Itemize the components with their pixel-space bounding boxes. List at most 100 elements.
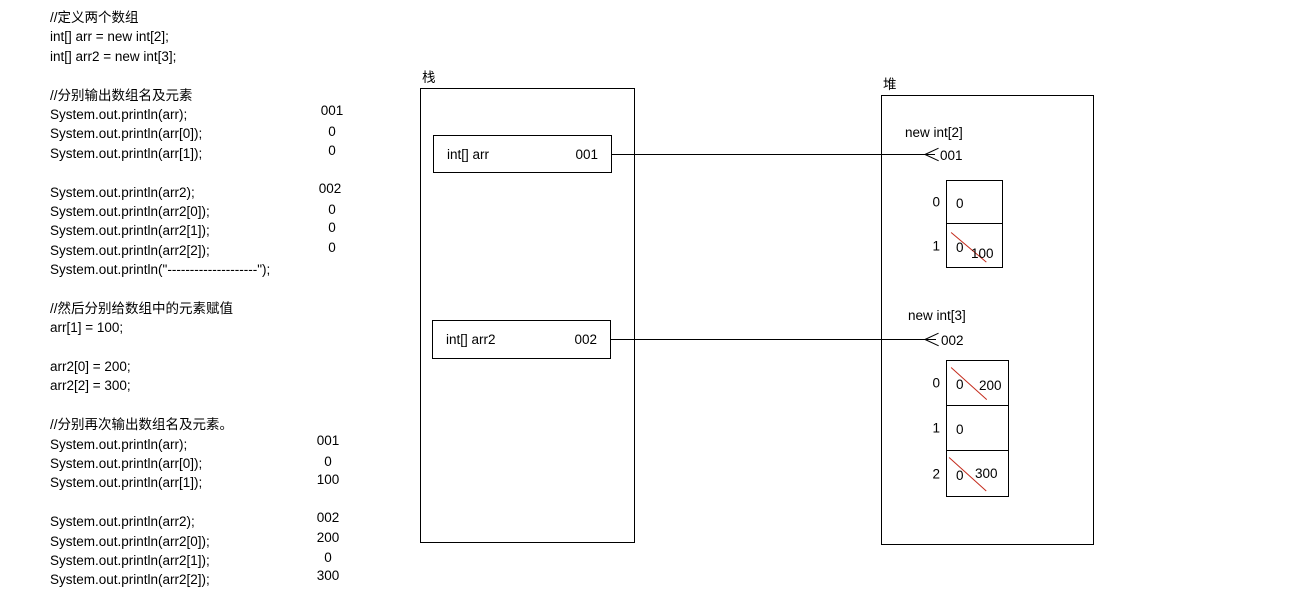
heap-region-box (881, 95, 1094, 545)
code-line: //然后分别给数组中的元素赋值 (50, 299, 380, 318)
code-line: System.out.println(arr2[1]); 0 (50, 549, 380, 570)
code-line: System.out.println(arr2[2]); 300 (50, 568, 380, 589)
code-statement: arr2[2] = 300; (50, 378, 131, 394)
code-line: //分别输出数组名及元素 (50, 86, 380, 105)
code-output-value: 0 (328, 220, 336, 236)
code-line: arr[1] = 100; (50, 318, 380, 337)
code-statement: System.out.println(arr); (50, 436, 188, 452)
code-output-value: 0 (328, 201, 336, 217)
array-cell-index: 1 (932, 420, 940, 436)
code-line: System.out.println(arr); 001 (50, 433, 380, 454)
code-output-value: 001 (316, 432, 340, 448)
array-cell: 0 0 200 (932, 361, 1008, 406)
array-cell: 0 0 (932, 181, 1002, 224)
code-line: System.out.println(arr2[0]); 0 (50, 202, 380, 221)
code-line: System.out.println("--------------------… (50, 260, 380, 279)
code-line: System.out.println(arr2); 002 (50, 181, 380, 202)
stack-variable-arr2-address: 002 (574, 332, 597, 347)
array-cell: 2 0 300 (932, 451, 1008, 496)
code-output-value: 002 (316, 510, 340, 526)
code-output-value: 0 (324, 453, 332, 469)
code-statement: //定义两个数组 (50, 10, 139, 25)
array-cell-value: 0 (956, 467, 964, 483)
array-cell-value: 0 (956, 196, 964, 211)
array-cell-index: 0 (932, 194, 940, 210)
code-line: System.out.println(arr[1]); 100 (50, 472, 380, 492)
code-statement: System.out.println("--------------------… (50, 262, 271, 278)
code-line: int[] arr = new int[2]; (50, 27, 380, 46)
code-spacer (50, 66, 380, 85)
code-statement: System.out.println(arr2[0]); (50, 203, 210, 219)
code-statement: //分别输出数组名及元素 (50, 87, 193, 103)
code-line: System.out.println(arr2); 002 (50, 510, 380, 531)
array-cell: 1 0 (932, 406, 1008, 451)
code-output-value: 001 (320, 102, 344, 118)
code-line: System.out.println(arr2[0]); 200 (50, 530, 380, 551)
code-listing-panel: //定义两个数组 int[] arr = new int[2]; int[] arr… (50, 8, 380, 590)
stack-variable-arr2-name: int[] arr2 (446, 332, 496, 347)
stack-variable-arr2: int[] arr2 002 (432, 320, 611, 359)
heap-object-address: 001 (940, 148, 963, 163)
code-spacer (50, 279, 380, 298)
stack-region-box (420, 88, 635, 543)
code-line: //分别再次输出数组名及元素。 (50, 415, 380, 434)
code-statement: System.out.println(arr2); (50, 184, 195, 200)
code-line: arr2[2] = 300; (50, 376, 380, 395)
code-output-value: 0 (328, 142, 336, 158)
code-spacer (50, 338, 380, 357)
code-line: System.out.println(arr[1]);0 (50, 142, 380, 163)
code-statement: int[] arr = new int[2]; (50, 29, 169, 45)
code-statement: arr2[0] = 200; (50, 359, 131, 375)
array-cell-index: 1 (932, 238, 940, 253)
code-output-value: 100 (316, 472, 340, 488)
code-output-value: 300 (316, 568, 340, 584)
heap-object-new-expression: new int[3] (908, 308, 966, 323)
code-statement: System.out.println(arr[0]); (50, 455, 203, 471)
code-statement: System.out.println(arr2[2]); (50, 242, 210, 258)
code-line: System.out.println(arr[0]); 0 (50, 454, 380, 473)
array-cell-value: 0 (956, 422, 964, 437)
code-statement: System.out.println(arr2[1]); (50, 223, 210, 239)
code-line: int[] arr2 = new int[3]; (50, 47, 380, 66)
code-statement: System.out.println(arr); (50, 106, 188, 122)
reference-arrow-arr (612, 154, 935, 156)
heap-array-cells-int2: 0 0 1 0 100 (932, 180, 1003, 268)
code-statement: System.out.println(arr2[1]); (50, 552, 210, 568)
stack-variable-arr-address: 001 (575, 146, 598, 162)
code-statement: arr[1] = 100; (50, 320, 124, 336)
stack-region-label: 栈 (422, 70, 436, 85)
code-statement: System.out.println(arr2[2]); (50, 572, 210, 588)
code-spacer (50, 396, 380, 415)
heap-object-new-expression: new int[2] (905, 125, 963, 140)
code-line: System.out.println(arr2[2]);0 (50, 240, 380, 260)
heap-region-label: 堆 (883, 77, 897, 92)
code-output-value: 002 (318, 180, 342, 196)
array-cell-new-value: 100 (971, 246, 994, 261)
code-line: //定义两个数组 (50, 8, 380, 27)
code-statement: System.out.println(arr2); (50, 514, 195, 530)
array-cell-new-value: 300 (975, 466, 998, 481)
code-statement: int[] arr2 = new int[3]; (50, 48, 177, 64)
stack-variable-arr: int[] arr 001 (433, 135, 612, 173)
array-cell-index: 2 (932, 466, 940, 481)
array-cell-index: 0 (932, 375, 940, 391)
code-statement: System.out.println(arr2[0]); (50, 533, 210, 549)
code-output-value: 0 (324, 549, 332, 565)
code-line: System.out.println(arr[0]); 0 (50, 124, 380, 143)
code-output-value: 0 (328, 124, 336, 140)
code-line: arr2[0] = 200; (50, 357, 380, 376)
code-statement: System.out.println(arr[1]); (50, 475, 203, 491)
code-line: System.out.println(arr); 001 (50, 103, 380, 124)
reference-arrow-arr2 (611, 339, 936, 341)
code-line: System.out.println(arr2[1]); 0 (50, 220, 380, 240)
code-output-value: 200 (316, 529, 340, 545)
code-statement: //分别再次输出数组名及元素。 (50, 417, 234, 433)
array-cell-value: 0 (956, 377, 964, 392)
code-statement: //然后分别给数组中的元素赋值 (50, 300, 234, 316)
array-cell-value: 0 (956, 239, 964, 255)
array-cell: 1 0 100 (932, 224, 1002, 267)
array-cell-new-value: 200 (979, 378, 1002, 393)
heap-array-cells-int3: 0 0 200 1 0 2 0 300 (932, 360, 1009, 497)
heap-object-address: 002 (941, 333, 964, 348)
code-statement: System.out.println(arr[0]); (50, 126, 203, 142)
